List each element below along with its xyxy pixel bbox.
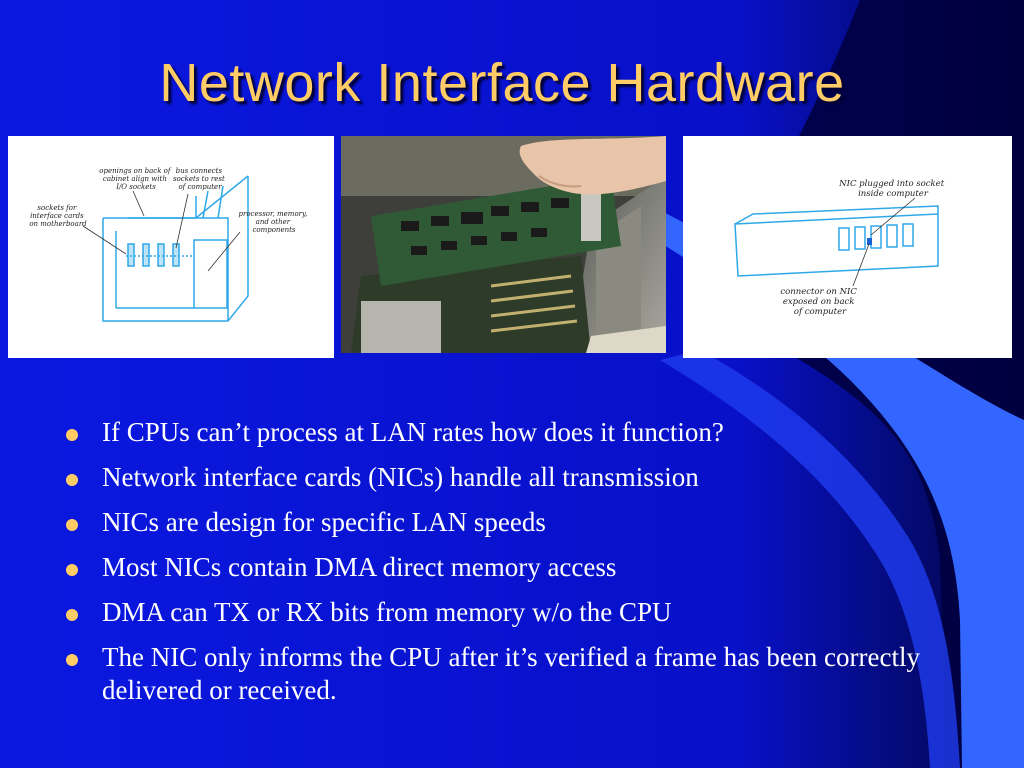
bullet-item: Network interface cards (NICs) handle al… — [60, 461, 950, 494]
label-nic-plugged: NIC plugged into socket inside computer — [838, 179, 947, 199]
label-processor: processor, memory, and other components — [239, 210, 310, 234]
bullet-text: The NIC only informs the CPU after it’s … — [102, 642, 920, 705]
bullet-item: If CPUs can’t process at LAN rates how d… — [60, 416, 950, 449]
bullet-text: Network interface cards (NICs) handle al… — [102, 462, 699, 492]
slide-title: Network Interface Hardware — [159, 53, 845, 113]
label-sockets: sockets for interface cards on motherboa… — [29, 204, 87, 228]
bullet-dot-icon — [66, 609, 78, 621]
motherboard-drawing: openings on back of cabinet align with I… — [29, 167, 310, 322]
bullet-text: DMA can TX or RX bits from memory w/o th… — [102, 597, 672, 627]
label-bus: bus connects sockets to rest of computer — [173, 167, 227, 191]
bullet-text: If CPUs can’t process at LAN rates how d… — [102, 417, 724, 447]
bullet-item: NICs are design for specific LAN speeds — [60, 506, 950, 539]
nic-socket-drawing: NIC plugged into socket inside computer … — [734, 179, 947, 317]
bullet-text: NICs are design for specific LAN speeds — [102, 507, 546, 537]
bullet-dot-icon — [66, 654, 78, 666]
label-openings: openings on back of cabinet align with I… — [99, 167, 172, 191]
bullet-dot-icon — [66, 474, 78, 486]
bullet-item: The NIC only informs the CPU after it’s … — [60, 641, 950, 707]
label-connector: connector on NIC exposed on back of comp… — [780, 287, 859, 317]
nic-socket-diagram: NIC plugged into socket inside computer … — [683, 136, 1012, 358]
motherboard-diagram: openings on back of cabinet align with I… — [8, 136, 334, 358]
bullet-item: Most NICs contain DMA direct memory acce… — [60, 551, 950, 584]
bullet-dot-icon — [66, 429, 78, 441]
bullet-dot-icon — [66, 564, 78, 576]
bullet-list: If CPUs can’t process at LAN rates how d… — [60, 416, 950, 719]
bullet-text: Most NICs contain DMA direct memory acce… — [102, 552, 617, 582]
bullet-item: DMA can TX or RX bits from memory w/o th… — [60, 596, 950, 629]
ribbon-mid — [660, 350, 960, 768]
nic-photo — [341, 136, 666, 353]
bullet-dot-icon — [66, 519, 78, 531]
